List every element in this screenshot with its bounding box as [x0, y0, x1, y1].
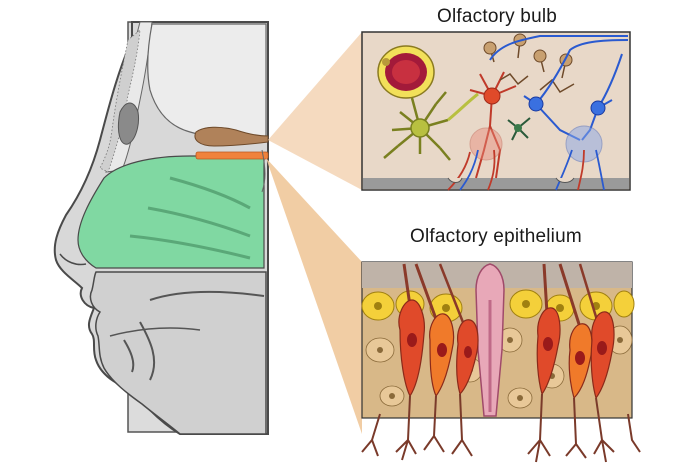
nostril: [59, 253, 87, 266]
olfactory-epithelium-title: Olfactory epithelium: [410, 226, 582, 247]
epithelium-axons: [361, 393, 641, 463]
olfactory-epithelium-marker: [195, 151, 269, 160]
frontal-sinus: [117, 102, 139, 145]
head-cross-section: [53, 21, 269, 435]
epithelium-callout-wedge: [266, 158, 362, 434]
tongue: [123, 290, 265, 381]
turbinate-upper: [169, 176, 251, 210]
bulb-callout-wedge: [268, 32, 362, 190]
septum-edge: [261, 149, 266, 193]
glomerulus-red: [469, 127, 503, 161]
neuron-nuclei: [407, 333, 607, 365]
astrocyte: [383, 91, 451, 161]
turbinate-lower: [129, 234, 251, 260]
olfactory-neurons: [398, 263, 615, 400]
bone-texture: [99, 29, 141, 173]
mitral-cell: [469, 71, 517, 179]
epithelium-panel: [361, 261, 641, 463]
palate-mouth: [89, 271, 267, 435]
olfactory-bulb-title: Olfactory bulb: [437, 6, 558, 27]
bulb-panel: [361, 31, 631, 191]
turbinate-middle: [147, 206, 251, 238]
incoming-axons: [447, 149, 605, 191]
olfactory-bulb-marker: [194, 126, 269, 147]
interneuron: [507, 117, 531, 141]
jaw-line: [109, 327, 201, 337]
